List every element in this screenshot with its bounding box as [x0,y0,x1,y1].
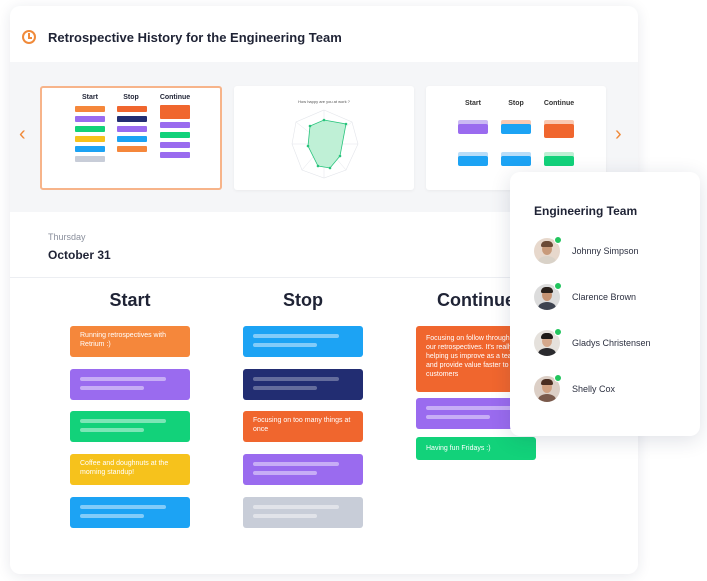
thumb-note [160,132,190,138]
thumb-note [544,156,574,166]
clock-icon [22,30,36,44]
online-status-icon [554,328,562,336]
note-placeholder-line [253,505,339,509]
thumb-note [544,124,574,138]
thumb-note [160,152,190,158]
note-stop-3[interactable]: Focusing on too many things at once [243,411,363,442]
retro-carousel: ‹ › Start Stop Continue How ha [10,62,638,212]
team-title: Engineering Team [534,204,638,218]
note-placeholder-line [80,386,144,390]
note-placeholder-line [253,377,339,381]
team-members-card: Engineering Team Johnny Simpson Clarence… [510,172,700,436]
note-placeholder-line [253,343,317,347]
thumb-note [501,156,531,166]
note-stop-5[interactable] [243,497,363,528]
day-label: Thursday [48,232,86,242]
thumb-note [75,156,105,162]
column-title-continue: Continue [437,290,515,310]
thumb-note [160,105,190,119]
team-member[interactable]: Gladys Christensen [534,328,694,358]
thumb-note [117,136,147,142]
column-title-stop: Stop [283,290,323,310]
note-text: Coffee and doughnuts at the morning stan… [80,460,169,476]
note-start-1[interactable]: Running retrospectives with Retrium :) [70,326,190,357]
note-text: Running retrospectives with Retrium :) [80,332,166,348]
note-text: Focusing on too many things at once [253,417,351,433]
chevron-right-icon[interactable]: › [615,123,622,145]
thumb-column-title: Continue [159,94,191,101]
thumb-note [458,124,488,134]
thumb-note [458,156,488,166]
retro-thumbnail-2[interactable]: How happy are you at work ? [234,86,414,190]
note-continue-3[interactable]: Having fun Fridays :) [416,437,536,460]
note-stop-1[interactable] [243,326,363,357]
member-name: Shelly Cox [572,384,616,394]
note-placeholder-line [80,505,166,509]
thumb-note [117,106,147,112]
note-start-5[interactable] [70,497,190,528]
note-placeholder-line [253,334,339,338]
thumb-column-title: Stop [123,94,139,101]
thumb-note [117,126,147,132]
note-start-2[interactable] [70,369,190,400]
thumb-question: How happy are you at work ? [298,99,350,104]
note-text: Focusing on follow through after our ret… [426,335,526,378]
thumb-note [75,146,105,152]
online-status-icon [554,236,562,244]
thumb-note [160,122,190,128]
note-start-4[interactable]: Coffee and doughnuts at the morning stan… [70,454,190,485]
thumb-note [117,116,147,122]
note-stop-2[interactable] [243,369,363,400]
note-placeholder-line [253,471,317,475]
thumb-column-title: Continue [543,100,575,107]
note-placeholder-line [253,462,339,466]
thumb-note [75,106,105,112]
note-stop-4[interactable] [243,454,363,485]
thumb-note [501,124,531,134]
thumb-note [117,146,147,152]
note-start-3[interactable] [70,411,190,442]
thumb-note [75,136,105,142]
note-placeholder-line [80,377,166,381]
retro-thumbnail-1[interactable]: Start Stop Continue [40,86,222,190]
thumb-column-title: Start [82,94,98,101]
member-name: Clarence Brown [572,292,637,302]
online-status-icon [554,282,562,290]
member-name: Johnny Simpson [572,246,639,256]
note-placeholder-line [426,406,512,410]
thumb-note [160,142,190,148]
note-placeholder-line [426,415,490,419]
thumb-note [75,116,105,122]
radar-chart-icon [291,109,359,179]
note-placeholder-line [80,419,166,423]
note-placeholder-line [80,514,144,518]
thumb-column-title: Start [465,100,481,107]
thumb-column-title: Stop [508,100,524,107]
online-status-icon [554,374,562,382]
page-title: Retrospective History for the Engineerin… [48,30,342,45]
date-label: October 31 [48,248,111,262]
note-placeholder-line [80,428,144,432]
column-title-start: Start [109,290,151,310]
thumb-note [75,126,105,132]
note-text: Having fun Fridays :) [426,445,491,452]
header: Retrospective History for the Engineerin… [10,6,638,62]
member-name: Gladys Christensen [572,338,651,348]
team-member[interactable]: Shelly Cox [534,374,694,404]
team-member[interactable]: Clarence Brown [534,282,694,312]
note-placeholder-line [253,514,317,518]
retro-date: Thursday October 31 [10,212,638,278]
team-member[interactable]: Johnny Simpson [534,236,694,266]
note-placeholder-line [253,386,317,390]
chevron-left-icon[interactable]: ‹ [19,123,26,145]
